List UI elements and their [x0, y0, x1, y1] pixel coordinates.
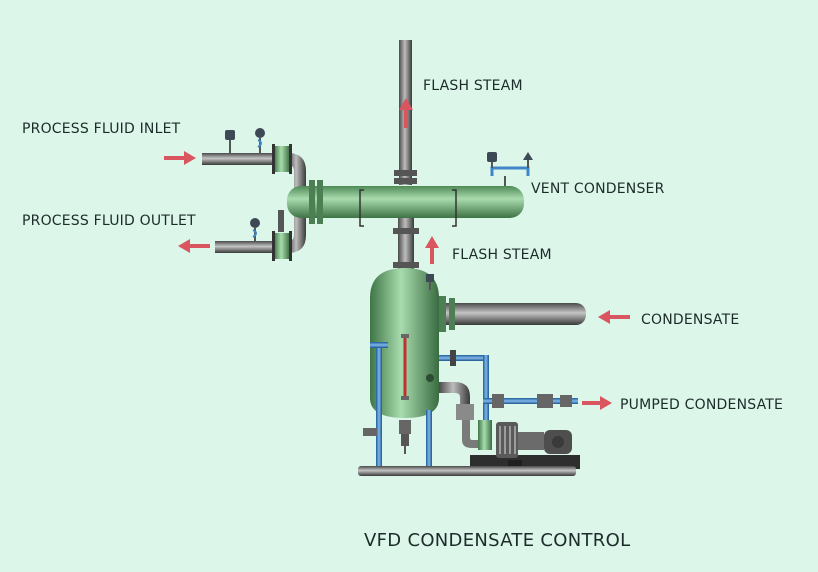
blue-level-piping — [363, 342, 432, 466]
arrow-flash-steam-mid-icon — [425, 236, 439, 264]
arrow-flash-steam-top-icon — [399, 98, 413, 128]
process-fluid-outlet-pipe — [215, 210, 306, 261]
diagram-title: VFD CONDENSATE CONTROL — [364, 530, 631, 551]
label-process-fluid-outlet: PROCESS FLUID OUTLET — [22, 213, 196, 229]
arrow-process-fluid-inlet-icon — [164, 151, 196, 165]
flash-steam-riser — [393, 218, 419, 270]
arrow-condensate-icon — [598, 310, 630, 324]
label-process-fluid-inlet: PROCESS FLUID INLET — [22, 121, 181, 137]
vent-condenser — [287, 152, 533, 227]
pumped-condensate-piping — [439, 350, 578, 450]
pump-suction-pipe — [439, 382, 478, 448]
label-vent-condenser: VENT CONDENSER — [531, 181, 665, 197]
arrow-process-fluid-outlet-icon — [178, 239, 210, 253]
arrow-pumped-condensate-icon — [582, 396, 612, 410]
process-fluid-inlet-pipe — [202, 128, 306, 190]
label-pumped-condensate: PUMPED CONDENSATE — [620, 397, 784, 413]
base-rail — [358, 466, 576, 476]
label-condensate: CONDENSATE — [641, 312, 740, 328]
label-flash-steam-mid: FLASH STEAM — [452, 247, 552, 263]
flash-vessel — [370, 268, 439, 418]
pump-motor-skid — [470, 422, 580, 469]
condensate-inlet-pipe — [434, 296, 586, 332]
label-flash-steam-top: FLASH STEAM — [423, 78, 523, 94]
